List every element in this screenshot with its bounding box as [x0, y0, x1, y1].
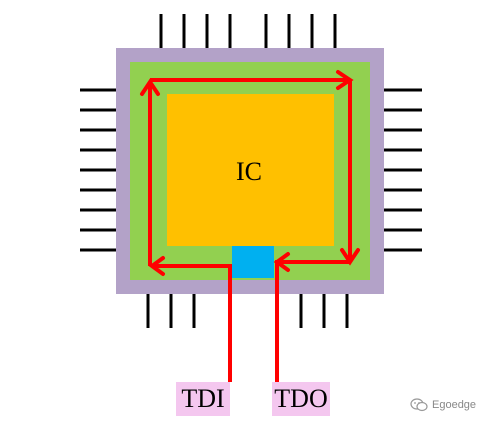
top-pins: [159, 14, 337, 48]
tdo-label: TDO: [272, 382, 330, 416]
watermark-text: Egoedge: [432, 399, 477, 411]
scan-chain-arrowheads: [140, 70, 360, 276]
bottom-pins: [146, 294, 349, 328]
right-pins: [384, 88, 422, 252]
tap-cell: [232, 246, 274, 278]
arrow-down-icon: [340, 248, 360, 266]
arrow-right-icon: [336, 70, 354, 90]
arrow-up-icon: [140, 78, 160, 96]
ic-core: [167, 94, 334, 246]
tdi-label: TDI: [176, 382, 230, 416]
left-pins: [80, 88, 116, 252]
ic-label: IC: [236, 157, 262, 186]
watermark: Egoedge: [410, 398, 476, 412]
arrow-left-icon: [273, 252, 290, 272]
arrow-left-icon: [148, 256, 165, 276]
wechat-icon: [410, 398, 428, 412]
